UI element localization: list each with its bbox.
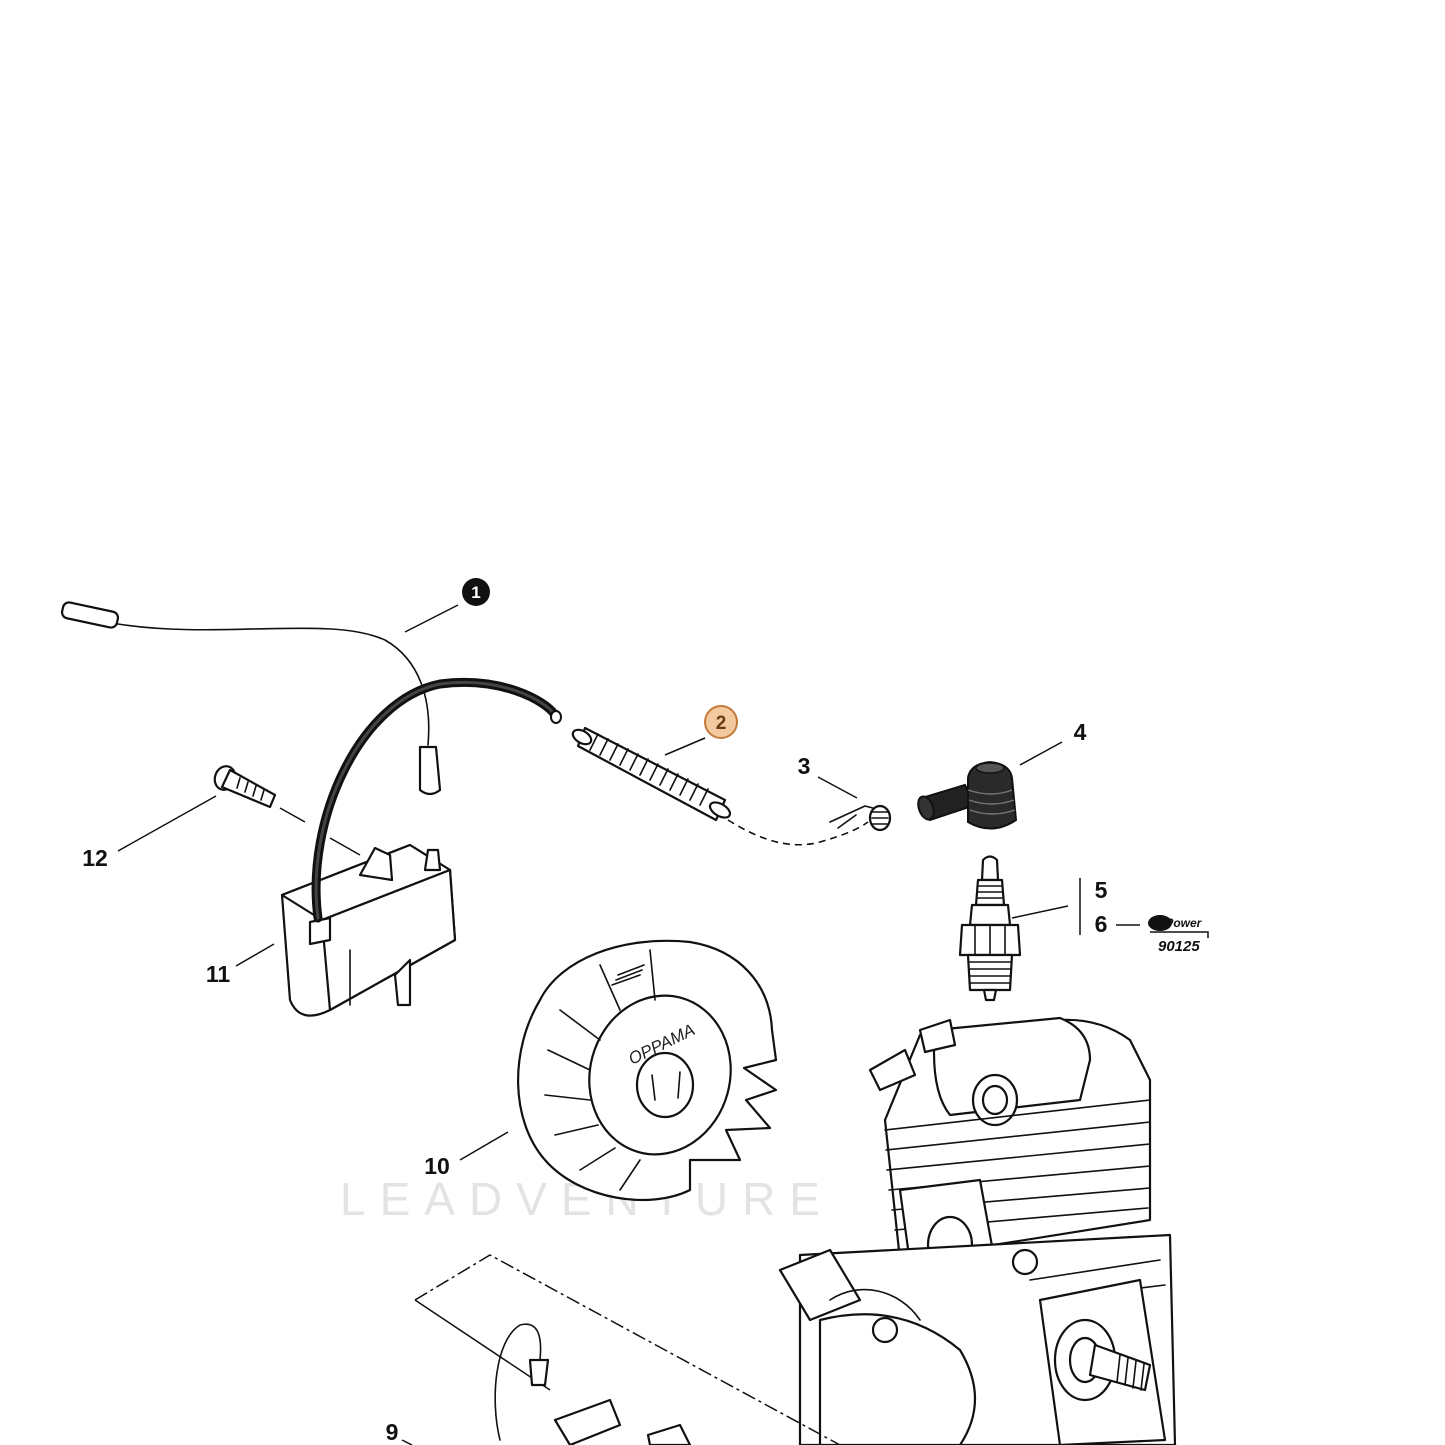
leader-lines bbox=[117, 604, 1140, 1445]
callout-2-label: 2 bbox=[716, 713, 727, 734]
callout-11-label: 11 bbox=[206, 961, 231, 987]
repower-code: 90125 bbox=[1158, 938, 1200, 955]
spark-plug bbox=[958, 855, 1022, 1002]
callout-5-label: 5 bbox=[1095, 877, 1108, 903]
flywheel: OPPAMA bbox=[517, 939, 778, 1202]
ground-wire-assembly bbox=[414, 1254, 841, 1445]
spring-clip bbox=[829, 804, 892, 832]
insulating-sleeve bbox=[571, 726, 869, 846]
screw bbox=[213, 765, 277, 809]
callout-4-label: 4 bbox=[1074, 719, 1087, 745]
callout-10-label: 10 bbox=[424, 1153, 450, 1179]
spark-plug-cap bbox=[917, 760, 1018, 830]
callout-1: 1 bbox=[462, 578, 490, 606]
repower-badge: RePower 90125 bbox=[1148, 915, 1209, 955]
callout-6-label: 6 bbox=[1095, 911, 1108, 937]
callout-3-label: 3 bbox=[798, 753, 811, 779]
callout-2[interactable]: 2 bbox=[704, 705, 738, 739]
callout-12-label: 12 bbox=[82, 845, 108, 871]
engine-block bbox=[778, 1016, 1177, 1445]
ignition-coil bbox=[280, 677, 562, 1017]
callout-1-label: 1 bbox=[471, 583, 480, 602]
callout-9-label: 9 bbox=[386, 1419, 399, 1445]
ignition-wire bbox=[60, 601, 442, 796]
repower-brand: RePower bbox=[1150, 916, 1203, 930]
